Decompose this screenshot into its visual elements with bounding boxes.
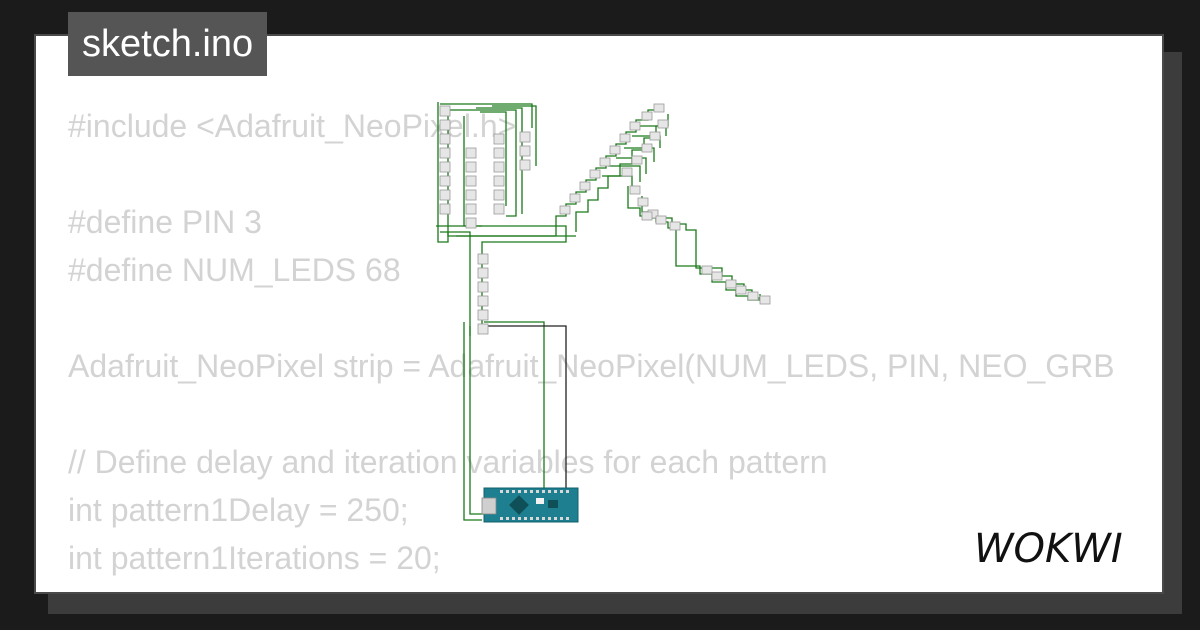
code-preview: #include <Adafruit_NeoPixel.h> #define PI…: [68, 102, 1115, 582]
circuit-diagram: [436, 102, 771, 523]
code-line: Adafruit_NeoPixel strip = Adafruit_NeoPi…: [68, 348, 1115, 384]
arduino-nano: [481, 487, 579, 523]
file-tab: sketch.ino: [68, 12, 268, 76]
wokwi-logo: WOKWI: [974, 528, 1123, 572]
code-line: // Define delay and iteration variables …: [68, 444, 828, 480]
code-line: int pattern1Iterations = 20;: [68, 540, 441, 576]
code-line: #include <Adafruit_NeoPixel.h>: [68, 108, 517, 144]
code-line: #define PIN 3: [68, 204, 262, 240]
code-line: #define NUM_LEDS 68: [68, 252, 401, 288]
neopixel-strip: [439, 103, 771, 335]
preview-card: #include <Adafruit_NeoPixel.h> #define PI…: [34, 34, 1164, 594]
code-line: int pattern1Delay = 250;: [68, 492, 409, 528]
wokwi-logo-text: WOKWI: [974, 528, 1123, 572]
